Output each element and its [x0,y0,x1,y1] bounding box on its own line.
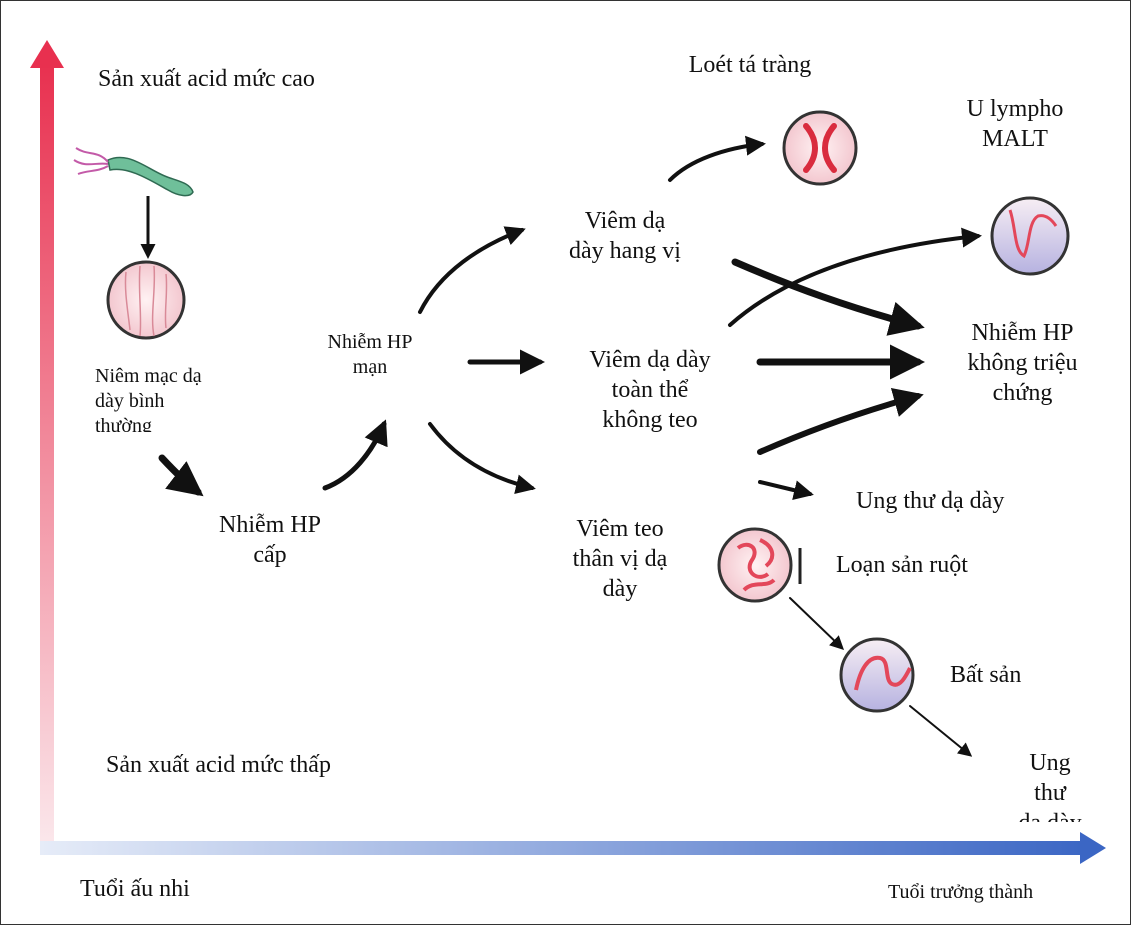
arrow-chronic-to-atrophic [428,422,536,495]
arrow-pangastritis-up-to-asymptomatic [757,387,924,455]
asymptomatic-hp-label: Nhiễm HP không triệu chứng [967,320,1078,406]
chronic-hp-label: Nhiễm HP mạn [327,331,413,378]
dysplasia-label: Bất sản [950,662,1022,688]
arrow-metaplasia-to-dysplasia [789,597,845,650]
arrow-chronic-to-antral [418,226,526,314]
intestinal-metaplasia-cell-icon [717,527,793,603]
y-axis-bar [40,62,54,848]
acute-hp-label: Nhiễm HP cấp [219,512,321,568]
antral-gastritis-label: Viêm dạ dày hang vị [569,208,681,264]
x-axis-left-label: Tuổi ấu nhi [80,876,190,902]
flow-arrows [158,135,982,757]
y-axis-arrowhead [30,40,64,68]
arrow-antral-to-asymptomatic [731,258,925,336]
intestinal-metaplasia-label: Loạn sản ruột [836,552,968,578]
duodenal-ulcer-label: Loét tá tràng [688,52,812,78]
hp-bacterium-icon [73,147,194,197]
x-axis-arrowhead [1080,832,1106,864]
duodenal-ulcer-cell-icon [782,110,858,186]
arrow-mucosa-to-acute [158,454,204,497]
dysplasia-cell-icon [839,637,915,713]
y-axis-bottom-label: Sản xuất acid mức thấp [106,752,331,778]
malt-lymphoma-cell-icon [990,196,1070,276]
x-axis-bar [40,841,1088,855]
arrow-pangastritis-to-cancer [758,480,814,500]
x-axis-right-label: Tuổi trưởng thành [888,881,1034,903]
arrow-pangastritis-to-malt [728,227,982,327]
final-cancer-label: Ung thư dạ dày [1018,750,1081,822]
malt-lymphoma-label: U lympho MALT [966,96,1064,152]
normal-mucosa-label: Niêm mạc dạ dày bình thường [95,365,202,432]
arrow-antral-to-ulcer [668,135,766,182]
pangastritis-label: Viêm dạ dày toàn thể không teo [589,347,711,433]
gastric-cancer-label: Ung thư dạ dày [856,488,1005,514]
y-axis-top-label: Sản xuất acid mức cao [98,66,315,92]
arrow-dysplasia-to-cancer [909,705,973,757]
arrow-acute-to-chronic [322,419,388,491]
normal-mucosa-cell-icon [106,260,186,340]
atrophic-gastritis-label: Viêm teo thân vị dạ dày [572,516,668,602]
